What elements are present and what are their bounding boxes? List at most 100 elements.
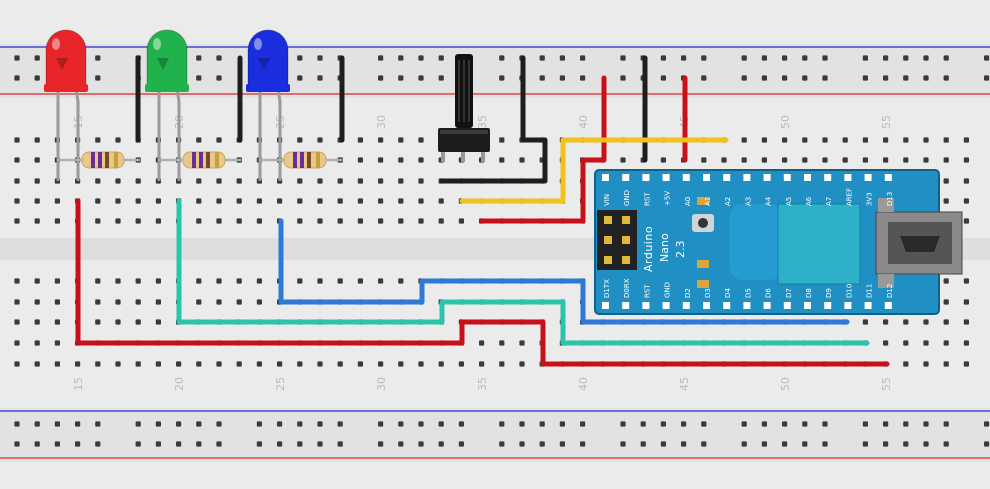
breadboard-hole: [135, 198, 141, 204]
breadboard-hole: [963, 198, 969, 204]
rail-hole: [499, 55, 505, 61]
breadboard-hole: [458, 218, 464, 224]
breadboard-hole: [519, 361, 525, 367]
breadboard-hole: [95, 218, 101, 224]
breadboard-hole: [903, 361, 909, 367]
breadboard-hole: [822, 137, 828, 143]
breadboard-hole: [34, 178, 40, 184]
rail-hole: [196, 441, 202, 447]
breadboard-hole: [34, 198, 40, 204]
rail-hole: [620, 55, 626, 61]
breadboard-hole: [822, 157, 828, 163]
column-number: 50: [779, 115, 792, 129]
breadboard-hole: [862, 157, 868, 163]
rail-hole: [519, 421, 525, 427]
breadboard-hole: [398, 218, 404, 224]
breadboard-hole: [95, 137, 101, 143]
breadboard-hole: [963, 157, 969, 163]
breadboard-hole: [34, 340, 40, 346]
rail-hole: [923, 55, 929, 61]
breadboard-hole: [155, 361, 161, 367]
breadboard-hole: [943, 319, 949, 325]
breadboard-hole: [802, 137, 808, 143]
breadboard-hole: [95, 278, 101, 284]
rail-hole: [903, 421, 909, 427]
rail-hole: [741, 441, 747, 447]
column-number: 30: [375, 115, 388, 129]
rail-hole: [317, 55, 323, 61]
rail-hole: [418, 441, 424, 447]
breadboard-hole: [418, 137, 424, 143]
breadboard-hole: [317, 198, 323, 204]
breadboard-hole: [499, 137, 505, 143]
breadboard-hole: [14, 218, 20, 224]
breadboard-hole: [317, 361, 323, 367]
breadboard-hole: [378, 198, 384, 204]
column-number: 55: [880, 115, 893, 129]
rail-hole: [580, 75, 586, 81]
rail-hole: [418, 75, 424, 81]
breadboard-hole: [135, 319, 141, 325]
rail-hole: [34, 421, 40, 427]
breadboard-hole: [479, 361, 485, 367]
rail-hole: [539, 55, 545, 61]
breadboard-hole: [236, 198, 242, 204]
rail-hole: [984, 421, 990, 427]
breadboard-hole: [155, 278, 161, 284]
pin-label-bottom: D5: [744, 288, 752, 298]
pin-label-bottom: D12: [886, 284, 894, 298]
rail-hole: [802, 421, 808, 427]
rail-hole: [458, 421, 464, 427]
rail-hole: [438, 75, 444, 81]
rail-hole: [34, 75, 40, 81]
breadboard-hole: [236, 278, 242, 284]
breadboard-hole: [216, 299, 222, 305]
breadboard-hole: [943, 340, 949, 346]
rail-hole: [155, 441, 161, 447]
breadboard-hole: [741, 157, 747, 163]
rail-hole: [741, 421, 747, 427]
breadboard-hole: [95, 198, 101, 204]
rail-hole: [761, 55, 767, 61]
rail-hole: [822, 421, 828, 427]
resistor: [260, 151, 342, 169]
breadboard-hole: [923, 319, 929, 325]
breadboard-hole: [903, 319, 909, 325]
rail-hole: [216, 55, 222, 61]
breadboard-hole: [216, 198, 222, 204]
rail-hole: [903, 55, 909, 61]
breadboard-hole: [14, 361, 20, 367]
rail-hole: [903, 75, 909, 81]
breadboard-hole: [963, 178, 969, 184]
rail-hole: [14, 55, 20, 61]
breadboard-hole: [236, 178, 242, 184]
rail-hole: [418, 55, 424, 61]
pin-label-bottom: D4: [724, 288, 732, 298]
breadboard-hole: [54, 278, 60, 284]
resistor: [159, 151, 241, 169]
breadboard-hole: [297, 198, 303, 204]
pin-label-top: RST: [643, 192, 651, 206]
column-number: 20: [173, 377, 186, 391]
column-number: 30: [375, 377, 388, 391]
breadboard-hole: [95, 361, 101, 367]
rail-hole: [782, 421, 788, 427]
breadboard-hole: [135, 218, 141, 224]
pin-label-top: A0: [684, 197, 692, 206]
rail-hole: [559, 421, 565, 427]
rail-hole: [95, 441, 101, 447]
rail-hole: [135, 441, 141, 447]
breadboard-hole: [883, 319, 889, 325]
breadboard-hole: [236, 361, 242, 367]
rail-hole: [640, 441, 646, 447]
breadboard-hole: [357, 278, 363, 284]
breadboard-hole: [34, 157, 40, 163]
yellow-wire: [459, 137, 729, 204]
rail-hole: [580, 441, 586, 447]
breadboard-hole: [963, 218, 969, 224]
column-number: 35: [476, 115, 489, 129]
breadboard-hole: [963, 137, 969, 143]
rail-hole: [14, 421, 20, 427]
rail-hole: [196, 421, 202, 427]
red-led: [44, 29, 88, 181]
